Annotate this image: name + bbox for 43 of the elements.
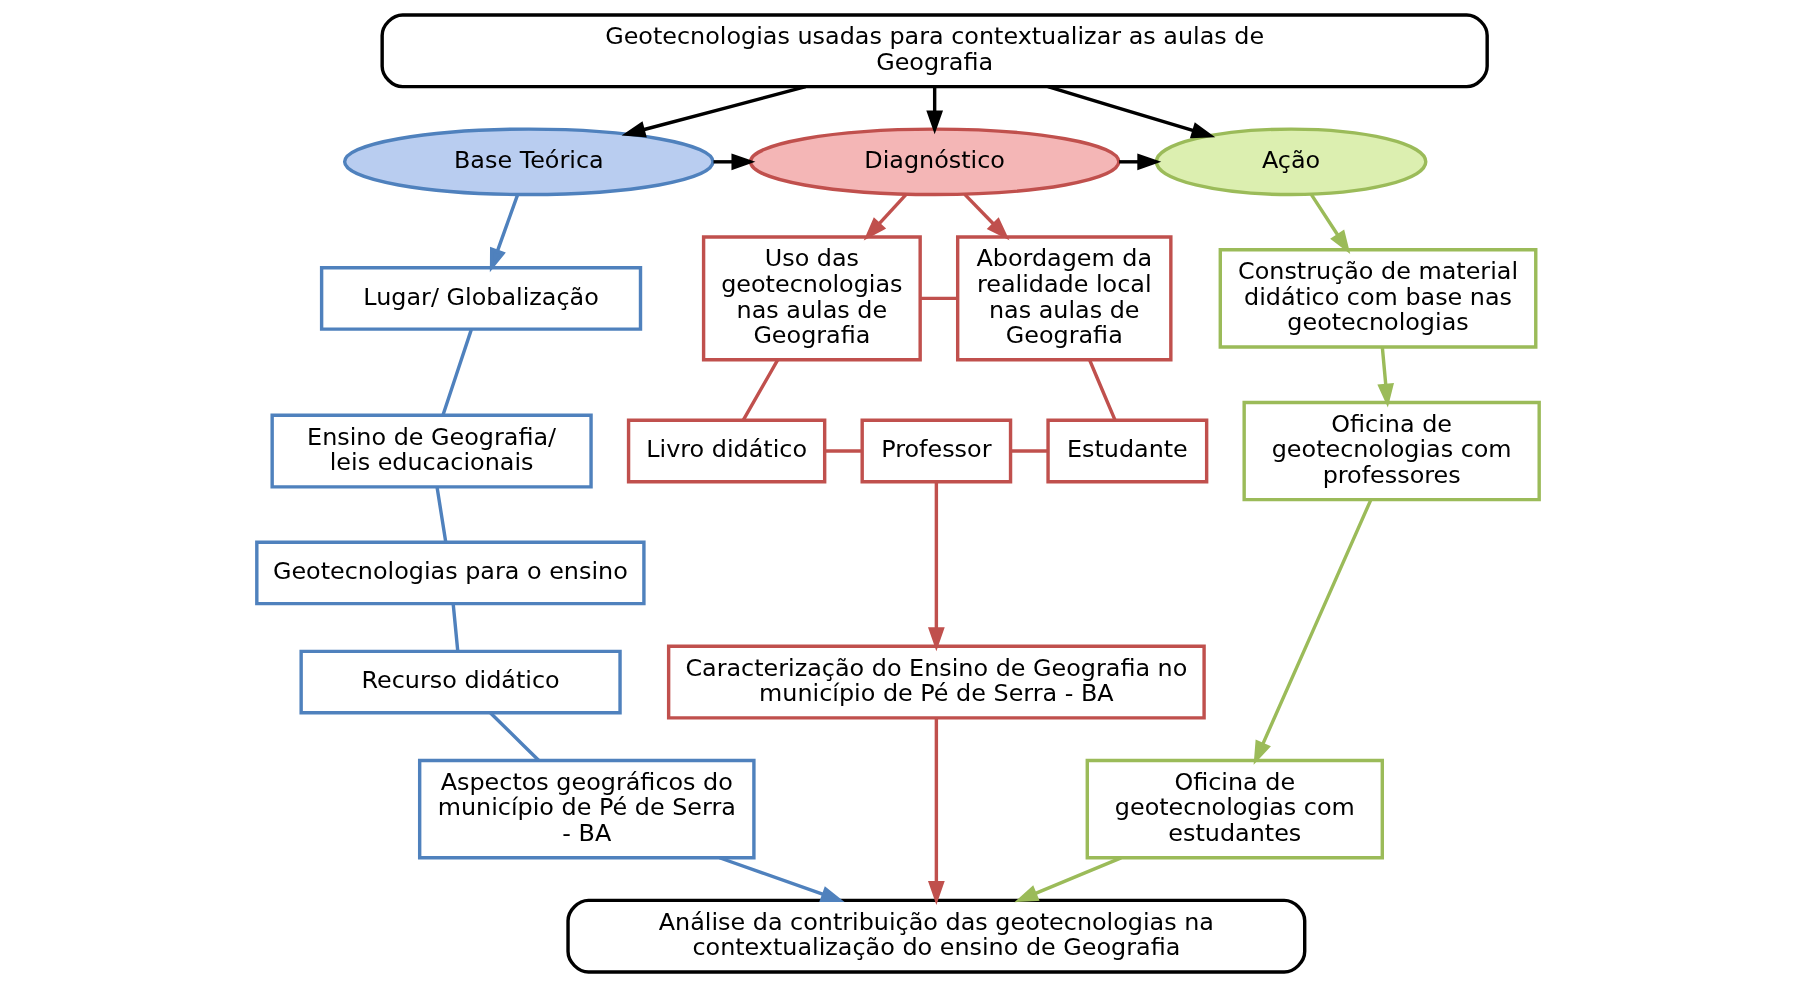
arrow bbox=[621, 85, 807, 138]
arrow bbox=[1377, 347, 1394, 408]
arrow bbox=[1309, 193, 1351, 255]
arrow bbox=[928, 718, 945, 905]
connector bbox=[441, 329, 473, 416]
node-box: Geotecnologias para o ensino bbox=[255, 540, 646, 606]
node-box: Livro didático bbox=[626, 418, 827, 484]
arrow bbox=[718, 856, 845, 902]
node-box: Geotecnologias usadas para contextualizar as aulas de Geografia bbox=[380, 13, 1489, 89]
connector bbox=[489, 711, 541, 762]
arrow bbox=[713, 153, 756, 171]
arrow bbox=[926, 87, 944, 135]
arrow bbox=[863, 193, 908, 241]
connector bbox=[824, 449, 862, 453]
node-ellipse: Ação bbox=[1154, 127, 1428, 197]
node-box: Construção de material didático com base nas geotecnologias bbox=[1218, 248, 1538, 349]
connector bbox=[1010, 449, 1048, 453]
node-box: Estudante bbox=[1046, 418, 1209, 484]
node-box: Abordagem da realidade local nas aulas de Geografia bbox=[955, 235, 1173, 362]
arrow bbox=[963, 193, 1010, 241]
arrow bbox=[1014, 856, 1122, 903]
node-box: Análise da contribuição das geotecnologias na contextualização do ensino de Geografia bbox=[566, 898, 1307, 974]
node-box: Professor bbox=[860, 418, 1013, 484]
node-box: Lugar/ Globalização bbox=[319, 266, 643, 331]
arrow bbox=[928, 482, 945, 652]
connector bbox=[1088, 359, 1117, 421]
node-box: Caracterização do Ensino de Geografia no município de Pé de Serra - BA bbox=[666, 644, 1206, 720]
node-ellipse: Diagnóstico bbox=[748, 127, 1121, 197]
node-box: Oficina de geotecnologias com professores bbox=[1242, 400, 1541, 502]
node-box: Uso das geotecnologias nas aulas de Geografia bbox=[701, 235, 922, 362]
connector bbox=[435, 486, 448, 543]
node-box: Aspectos geográficos do município de Pé de Serra - BA bbox=[417, 758, 756, 860]
node-ellipse: Base Teórica bbox=[342, 127, 715, 197]
node-box: Ensino de Geografia/ leis educacionais bbox=[270, 413, 593, 489]
connector bbox=[451, 603, 460, 652]
arrow bbox=[1047, 85, 1216, 139]
connector bbox=[920, 296, 958, 301]
node-box: Oficina de geotecnologias com estudantes bbox=[1085, 758, 1384, 860]
arrow bbox=[489, 193, 520, 273]
node-box: Recurso didático bbox=[299, 649, 622, 715]
connector bbox=[741, 359, 780, 422]
arrow bbox=[1253, 499, 1373, 765]
arrow bbox=[1119, 153, 1162, 171]
